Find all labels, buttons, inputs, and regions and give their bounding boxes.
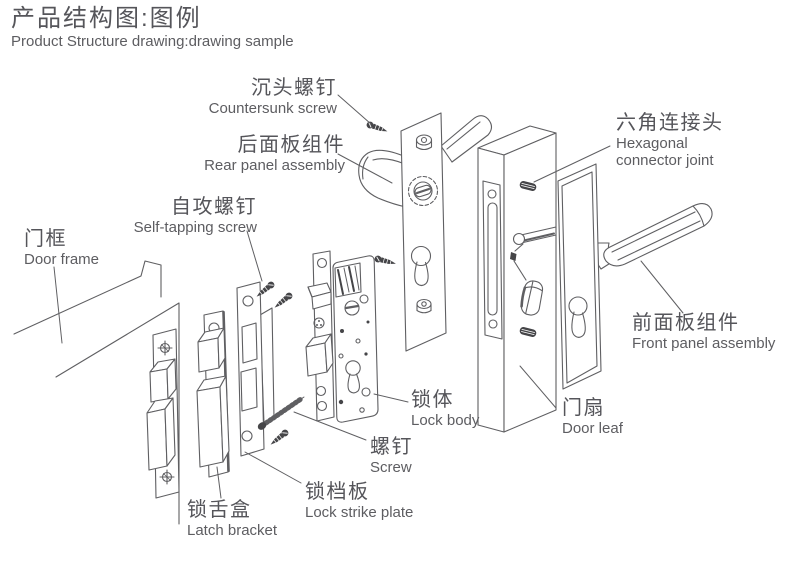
label-latch-bracket: 锁舌盒 Latch bracket: [187, 499, 277, 539]
label-rear-panel-assembly-en: Rear panel assembly: [204, 157, 345, 174]
label-countersunk-screw: 沉头螺钉 Countersunk screw: [209, 77, 337, 117]
label-screw-en: Screw: [370, 459, 412, 476]
label-door-frame: 门框 Door frame: [24, 228, 99, 268]
label-door-leaf-zh: 门扇: [562, 397, 605, 419]
cylinder-fixing-screw-drawing: [510, 243, 527, 281]
diagram-title-en: Product Structure drawing:drawing sample: [11, 33, 294, 50]
door-frame-drawing: [13, 260, 180, 525]
label-lock-body-zh: 锁体: [411, 389, 454, 411]
label-lock-body-en: Lock body: [411, 412, 480, 429]
label-countersunk-screw-zh: 沉头螺钉: [251, 77, 337, 99]
label-hexagonal-connector-joint-en2: connector joint: [616, 152, 714, 169]
diagram-title: 产品结构图:图例 Product Structure drawing:drawi…: [11, 5, 294, 51]
label-latch-bracket-zh: 锁舌盒: [187, 499, 252, 521]
rear-panel-assembly-drawing: [358, 112, 493, 352]
label-lock-strike-plate: 锁档板 Lock strike plate: [305, 481, 413, 521]
label-lock-strike-plate-zh: 锁档板: [305, 481, 370, 503]
lock-strike-plate-drawing: [236, 281, 275, 457]
label-hexagonal-connector-joint: 六角连接头 Hexagonal connector joint: [616, 112, 724, 169]
latch-bracket-drawing: [196, 310, 230, 478]
label-hexagonal-connector-joint-en1: Hexagonal: [616, 135, 688, 152]
label-countersunk-screw-en: Countersunk screw: [208, 100, 337, 117]
label-latch-bracket-en: Latch bracket: [187, 522, 278, 539]
label-screw-zh: 螺钉: [370, 436, 413, 458]
label-front-panel-assembly-zh: 前面板组件: [632, 312, 740, 334]
label-self-tapping-screw: 自攻螺钉 Self-tapping screw: [134, 196, 257, 236]
label-rear-panel-assembly-zh: 后面板组件: [237, 134, 345, 156]
label-front-panel-assembly: 前面板组件 Front panel assembly: [632, 312, 775, 352]
label-door-frame-zh: 门框: [24, 228, 67, 250]
label-hexagonal-connector-joint-zh: 六角连接头: [616, 112, 724, 134]
front-handle-drawing: [595, 203, 713, 270]
leader-lines: [53, 94, 684, 499]
label-lock-body: 锁体 Lock body: [411, 389, 479, 429]
connecting-screw-drawing: [257, 396, 305, 430]
spindle-rod-drawing: [512, 226, 557, 246]
label-door-frame-en: Door frame: [24, 251, 100, 268]
door-leaf-drawing: [477, 125, 557, 433]
label-self-tapping-screw-zh: 自攻螺钉: [171, 196, 257, 218]
label-screw: 螺钉 Screw: [370, 436, 413, 476]
label-lock-strike-plate-en: Lock strike plate: [305, 504, 414, 521]
label-front-panel-assembly-en: Front panel assembly: [632, 335, 776, 352]
front-panel-assembly-drawing: [557, 163, 602, 390]
label-rear-panel-assembly: 后面板组件 Rear panel assembly: [204, 134, 345, 174]
euro-cylinder-drawing: [520, 280, 544, 316]
lock-body-drawing: [305, 250, 379, 423]
diagram-title-zh: 产品结构图:图例: [11, 5, 202, 32]
label-self-tapping-screw-en: Self-tapping screw: [133, 219, 257, 236]
label-door-leaf: 门扇 Door leaf: [562, 397, 623, 437]
label-door-leaf-en: Door leaf: [562, 420, 623, 437]
